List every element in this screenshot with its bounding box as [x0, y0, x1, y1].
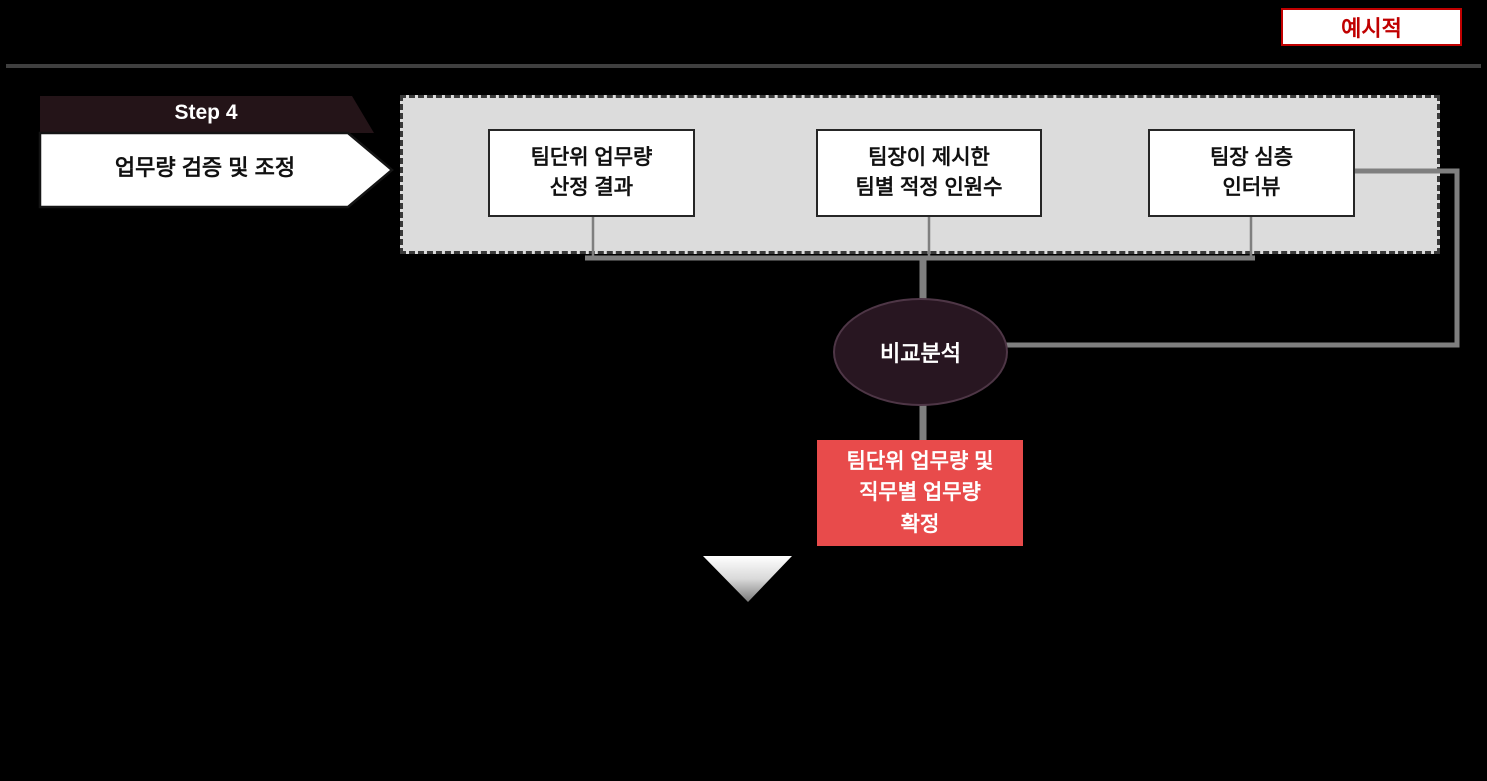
result-box: 팀단위 업무량 및 직무별 업무량 확정 [817, 440, 1023, 546]
step-banner-arrow [38, 131, 394, 209]
source-box-leader-interview: 팀장 심층 인터뷰 [1148, 129, 1355, 217]
step-banner: Step 4 업무량 검증 및 조정 [36, 92, 400, 214]
step-banner-dark-band [40, 96, 374, 133]
source-box-leader-headcount: 팀장이 제시한 팀별 적정 인원수 [816, 129, 1042, 217]
top-divider [6, 64, 1481, 68]
comparison-analysis-label: 비교분석 [880, 341, 961, 366]
source-box-team-workload: 팀단위 업무량 산정 결과 [488, 129, 695, 217]
example-badge: 예시적 [1281, 8, 1462, 46]
step-banner-shape [38, 96, 394, 209]
step-title: 업무량 검증 및 조정 [114, 155, 296, 180]
down-arrow-shape [703, 556, 792, 602]
comparison-analysis-node: 비교분석 [833, 298, 1008, 406]
step-label: Step 4 [174, 101, 238, 124]
down-arrow-icon [703, 556, 792, 602]
